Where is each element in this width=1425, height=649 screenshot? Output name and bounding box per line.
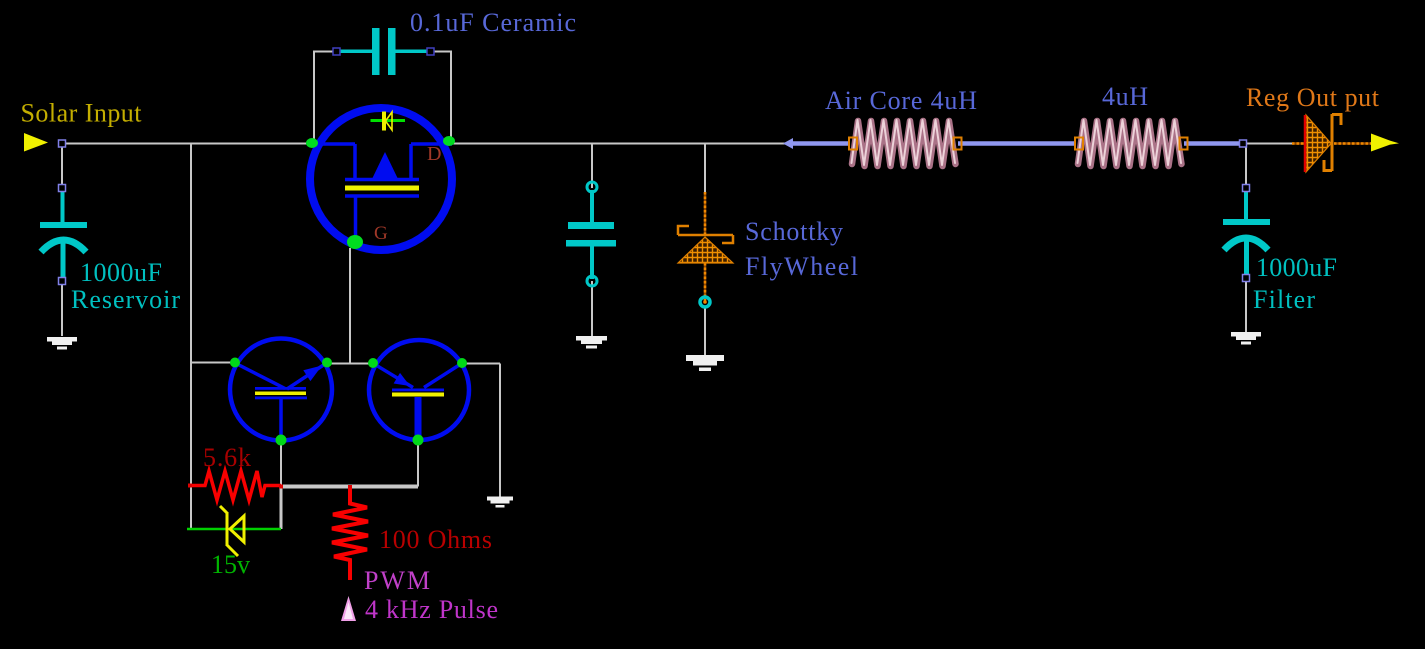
svg-text:Reservoir: Reservoir (71, 285, 180, 314)
svg-text:Reg Out put: Reg Out put (1246, 83, 1380, 112)
svg-text:0.1uF Ceramic: 0.1uF Ceramic (410, 8, 576, 37)
svg-text:4uH: 4uH (1102, 82, 1148, 111)
svg-text:1000uF: 1000uF (1256, 253, 1337, 282)
svg-text:FlyWheel: FlyWheel (745, 252, 858, 281)
svg-text:Filter: Filter (1253, 285, 1315, 314)
svg-text:D: D (427, 143, 441, 165)
svg-text:15v: 15v (211, 550, 250, 579)
svg-text:1000uF: 1000uF (80, 258, 162, 287)
svg-text:4 kHz Pulse: 4 kHz Pulse (365, 595, 498, 624)
svg-text:Schottky: Schottky (745, 217, 843, 246)
svg-text:Solar Input: Solar Input (21, 99, 143, 128)
svg-text:Air Core 4uH: Air Core 4uH (825, 86, 977, 115)
svg-text:G: G (374, 223, 388, 244)
svg-text:PWM: PWM (364, 566, 430, 595)
svg-text:100 Ohms: 100 Ohms (379, 525, 492, 554)
svg-text:5.6k: 5.6k (203, 443, 251, 472)
